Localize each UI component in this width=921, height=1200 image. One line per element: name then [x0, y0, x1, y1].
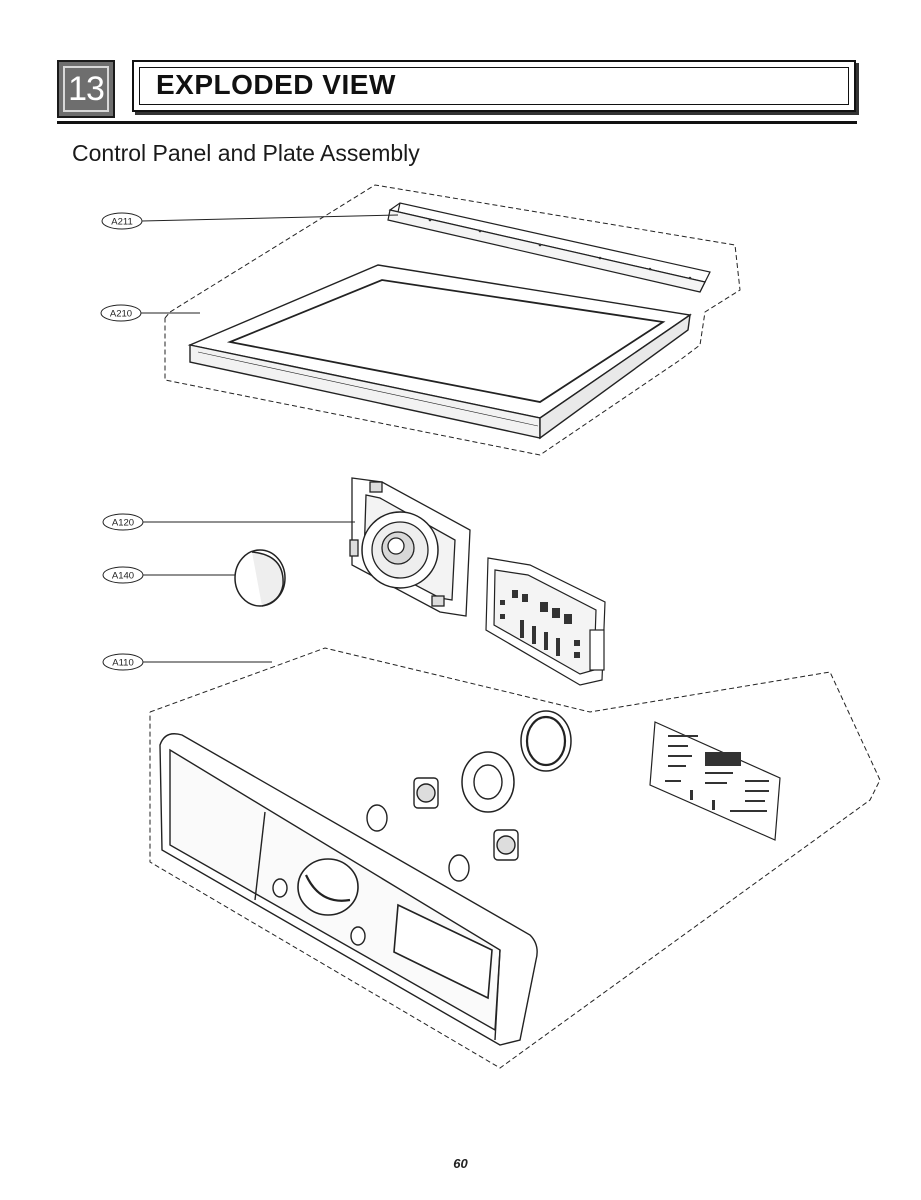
diagram-subtitle: Control Panel and Plate Assembly — [72, 140, 420, 166]
a110-control-panel — [159, 733, 538, 1046]
callout-a140-label: A140 — [112, 571, 134, 582]
control-panel-dashed-outline — [149, 647, 881, 1069]
display-pcb — [485, 557, 606, 686]
callout-a120-label: A120 — [112, 518, 134, 529]
top-plate-group — [164, 184, 741, 456]
top-plate-dashed-outline — [164, 184, 741, 456]
callout-a210: A210 — [100, 304, 200, 322]
title-box: EXPLODED VIEW — [132, 60, 856, 112]
section-number: 13 — [63, 66, 109, 112]
a211-hinge-bracket — [387, 202, 711, 293]
page-number: 60 — [453, 1156, 468, 1171]
callout-a110: A110 — [102, 653, 272, 671]
a120-control-bracket — [349, 477, 471, 617]
control-panel-group — [149, 647, 881, 1069]
a210-top-plate — [187, 264, 692, 440]
callout-a110-label: A110 — [112, 658, 133, 669]
callout-a210-label: A210 — [110, 309, 132, 320]
a140-knob — [234, 549, 286, 607]
section-number-badge: 13 — [57, 60, 115, 118]
panel-buttons — [366, 710, 572, 882]
callout-a211-label: A211 — [111, 217, 132, 228]
page-title: EXPLODED VIEW — [156, 69, 396, 100]
middle-components — [234, 477, 606, 686]
callout-a140: A140 — [102, 566, 235, 584]
header-rule — [57, 121, 857, 124]
callout-a120: A120 — [102, 513, 355, 531]
callout-a211: A211 — [101, 212, 399, 230]
control-panel-overlay-label — [649, 721, 781, 841]
